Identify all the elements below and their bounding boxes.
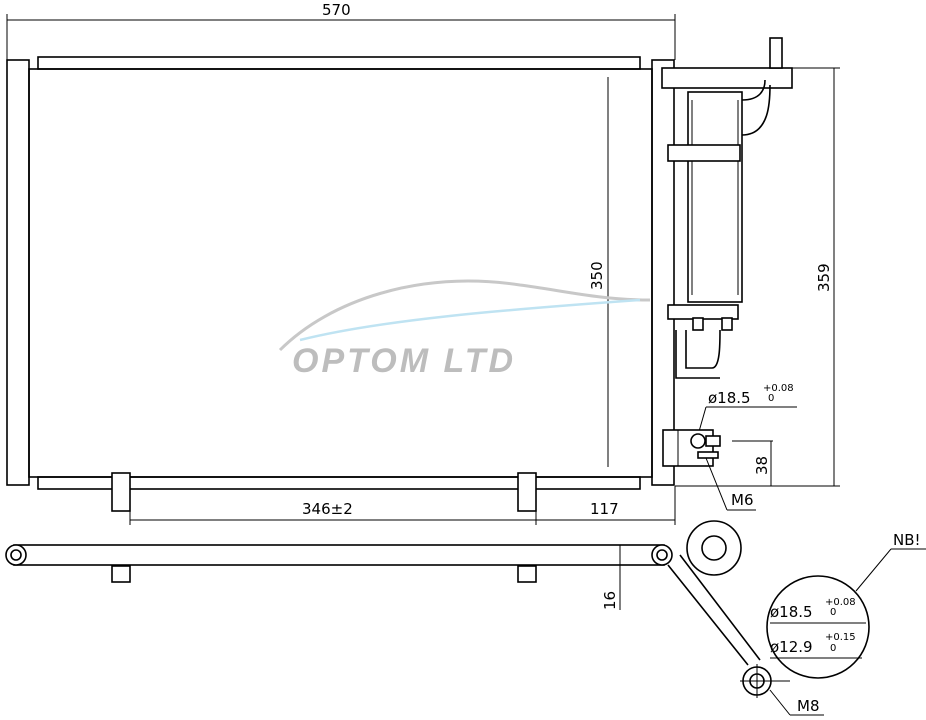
svg-text:ø18.5: ø18.5 (770, 603, 813, 621)
svg-text:+0.08: +0.08 (825, 597, 856, 608)
bracket: 38 M6 (662, 429, 773, 511)
width-label: 570 (322, 1, 351, 19)
condenser-core (6, 56, 675, 512)
depth-label: 16 (601, 591, 619, 610)
svg-text:0: 0 (768, 393, 774, 404)
svg-text:ø12.9: ø12.9 (770, 638, 813, 656)
svg-text:ø18.5: ø18.5 (708, 389, 751, 407)
svg-text:+0.15: +0.15 (825, 632, 856, 643)
offset-label: 117 (590, 500, 619, 518)
svg-text:0: 0 (830, 607, 836, 618)
dimension-mounts: 346±2 117 (129, 486, 676, 525)
watermark-text: OPTOM LTD (292, 342, 516, 380)
bolt-m6-label: M6 (731, 491, 754, 509)
svg-text:+0.08: +0.08 (763, 383, 794, 394)
port-callout: ø18.5 +0.08 0 (697, 383, 797, 436)
detail-callout: NB! ø18.5 +0.08 0 ø12.9 +0.15 0 (766, 531, 926, 679)
note-label: NB! (893, 531, 921, 549)
svg-text:0: 0 (830, 643, 836, 654)
total-height-label: 359 (815, 263, 833, 292)
side-view: 16 M8 (5, 520, 824, 716)
mount-span-label: 346±2 (302, 500, 353, 518)
receiver-drier (661, 37, 793, 379)
bracket-height-label: 38 (753, 456, 771, 475)
dimension-width: 570 (6, 1, 676, 60)
core-height-label: 350 (588, 261, 606, 290)
bolt-m8-label: M8 (797, 697, 820, 715)
watermark-logo: OPTOM LTD (278, 279, 651, 380)
dimension-total-height: 359 (675, 67, 840, 487)
